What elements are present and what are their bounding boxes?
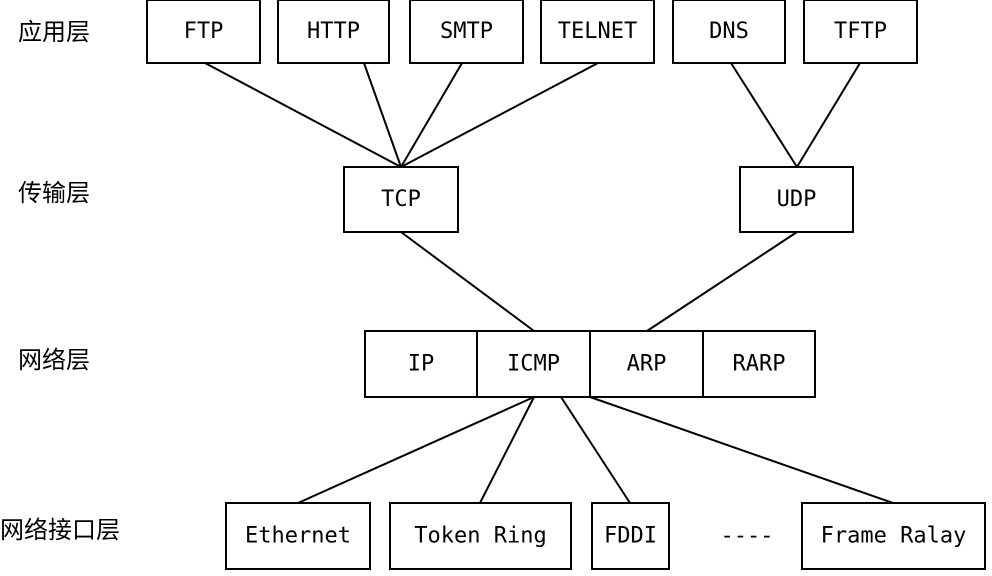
layer-label-transport: 传输层	[18, 179, 90, 207]
node-box-dns	[672, 0, 786, 64]
node-label-token-ring: Token Ring	[414, 524, 546, 549]
node-ftp: FTP	[146, 0, 261, 64]
edge-network-bar-to-ethernet	[297, 396, 535, 504]
node-box-telnet	[540, 0, 655, 64]
node-label-udp: UDP	[777, 187, 817, 212]
layer-label-application: 应用层	[18, 18, 90, 46]
edge-smtp-to-tcp	[400, 62, 463, 168]
node-dns: DNS	[672, 0, 786, 64]
node-rarp: RARP	[702, 330, 816, 398]
edge-network-bar-to-fddi	[560, 396, 631, 504]
node-box-tftp	[803, 0, 918, 64]
edge-ftp-to-tcp	[204, 62, 402, 168]
node-label-fddi: FDDI	[604, 524, 657, 549]
node-box-fddi	[591, 502, 670, 570]
link-layer-ellipsis: ----	[721, 524, 774, 549]
node-label-telnet: TELNET	[558, 19, 637, 44]
node-http: HTTP	[277, 0, 390, 64]
node-telnet: TELNET	[540, 0, 655, 64]
nodes-layer: FTP HTTP SMTP TELNET DNS TFTP TCP UDP IP ICMP ARP R…	[146, 0, 986, 570]
node-box-tcp	[343, 166, 459, 233]
edges-layer	[204, 62, 894, 504]
node-box-ethernet	[225, 502, 371, 570]
edge-tftp-to-udp	[796, 62, 861, 168]
node-box-frame-relay	[801, 502, 986, 570]
node-tftp: TFTP	[803, 0, 918, 64]
node-label-ip: IP	[408, 352, 435, 377]
edge-telnet-to-tcp	[400, 62, 599, 168]
node-box-smtp	[409, 0, 524, 64]
node-label-icmp: ICMP	[507, 352, 560, 377]
node-box-http	[277, 0, 390, 64]
node-icmp: ICMP	[476, 330, 591, 398]
node-box-icmp	[476, 330, 591, 398]
node-label-dns: DNS	[709, 19, 749, 44]
node-box-rarp	[702, 330, 816, 398]
node-label-ftp: FTP	[184, 19, 224, 44]
node-token-ring: Token Ring	[389, 502, 572, 570]
node-box-token-ring	[389, 502, 572, 570]
edge-udp-to-network-bar	[646, 231, 798, 332]
node-box-ftp	[146, 0, 261, 64]
node-ethernet: Ethernet	[225, 502, 371, 570]
node-label-arp: ARP	[627, 352, 667, 377]
node-box-udp	[739, 166, 854, 233]
node-smtp: SMTP	[409, 0, 524, 64]
node-label-http: HTTP	[307, 19, 360, 44]
edge-dns-to-udp	[730, 62, 798, 168]
node-fddi: FDDI	[591, 502, 670, 570]
node-label-tcp: TCP	[381, 187, 421, 212]
node-box-arp	[589, 330, 704, 398]
node-label-tftp: TFTP	[834, 19, 887, 44]
node-ip: IP	[364, 330, 478, 398]
edge-tcp-to-network-bar	[400, 231, 535, 332]
node-label-frame-relay: Frame Ralay	[821, 524, 967, 549]
node-tcp: TCP	[343, 166, 459, 233]
edge-http-to-tcp	[363, 62, 402, 168]
node-label-ethernet: Ethernet	[245, 524, 351, 549]
layer-label-link: 网络接口层	[0, 516, 120, 544]
node-arp: ARP	[589, 330, 704, 398]
edge-network-bar-to-frame-relay	[589, 396, 894, 504]
node-box-ip	[364, 330, 478, 398]
node-udp: UDP	[739, 166, 854, 233]
layer-label-network: 网络层	[18, 346, 90, 374]
node-frame-relay: Frame Ralay	[801, 502, 986, 570]
node-label-smtp: SMTP	[440, 19, 493, 44]
node-label-rarp: RARP	[733, 352, 786, 377]
edge-network-bar-to-token-ring	[479, 396, 535, 504]
